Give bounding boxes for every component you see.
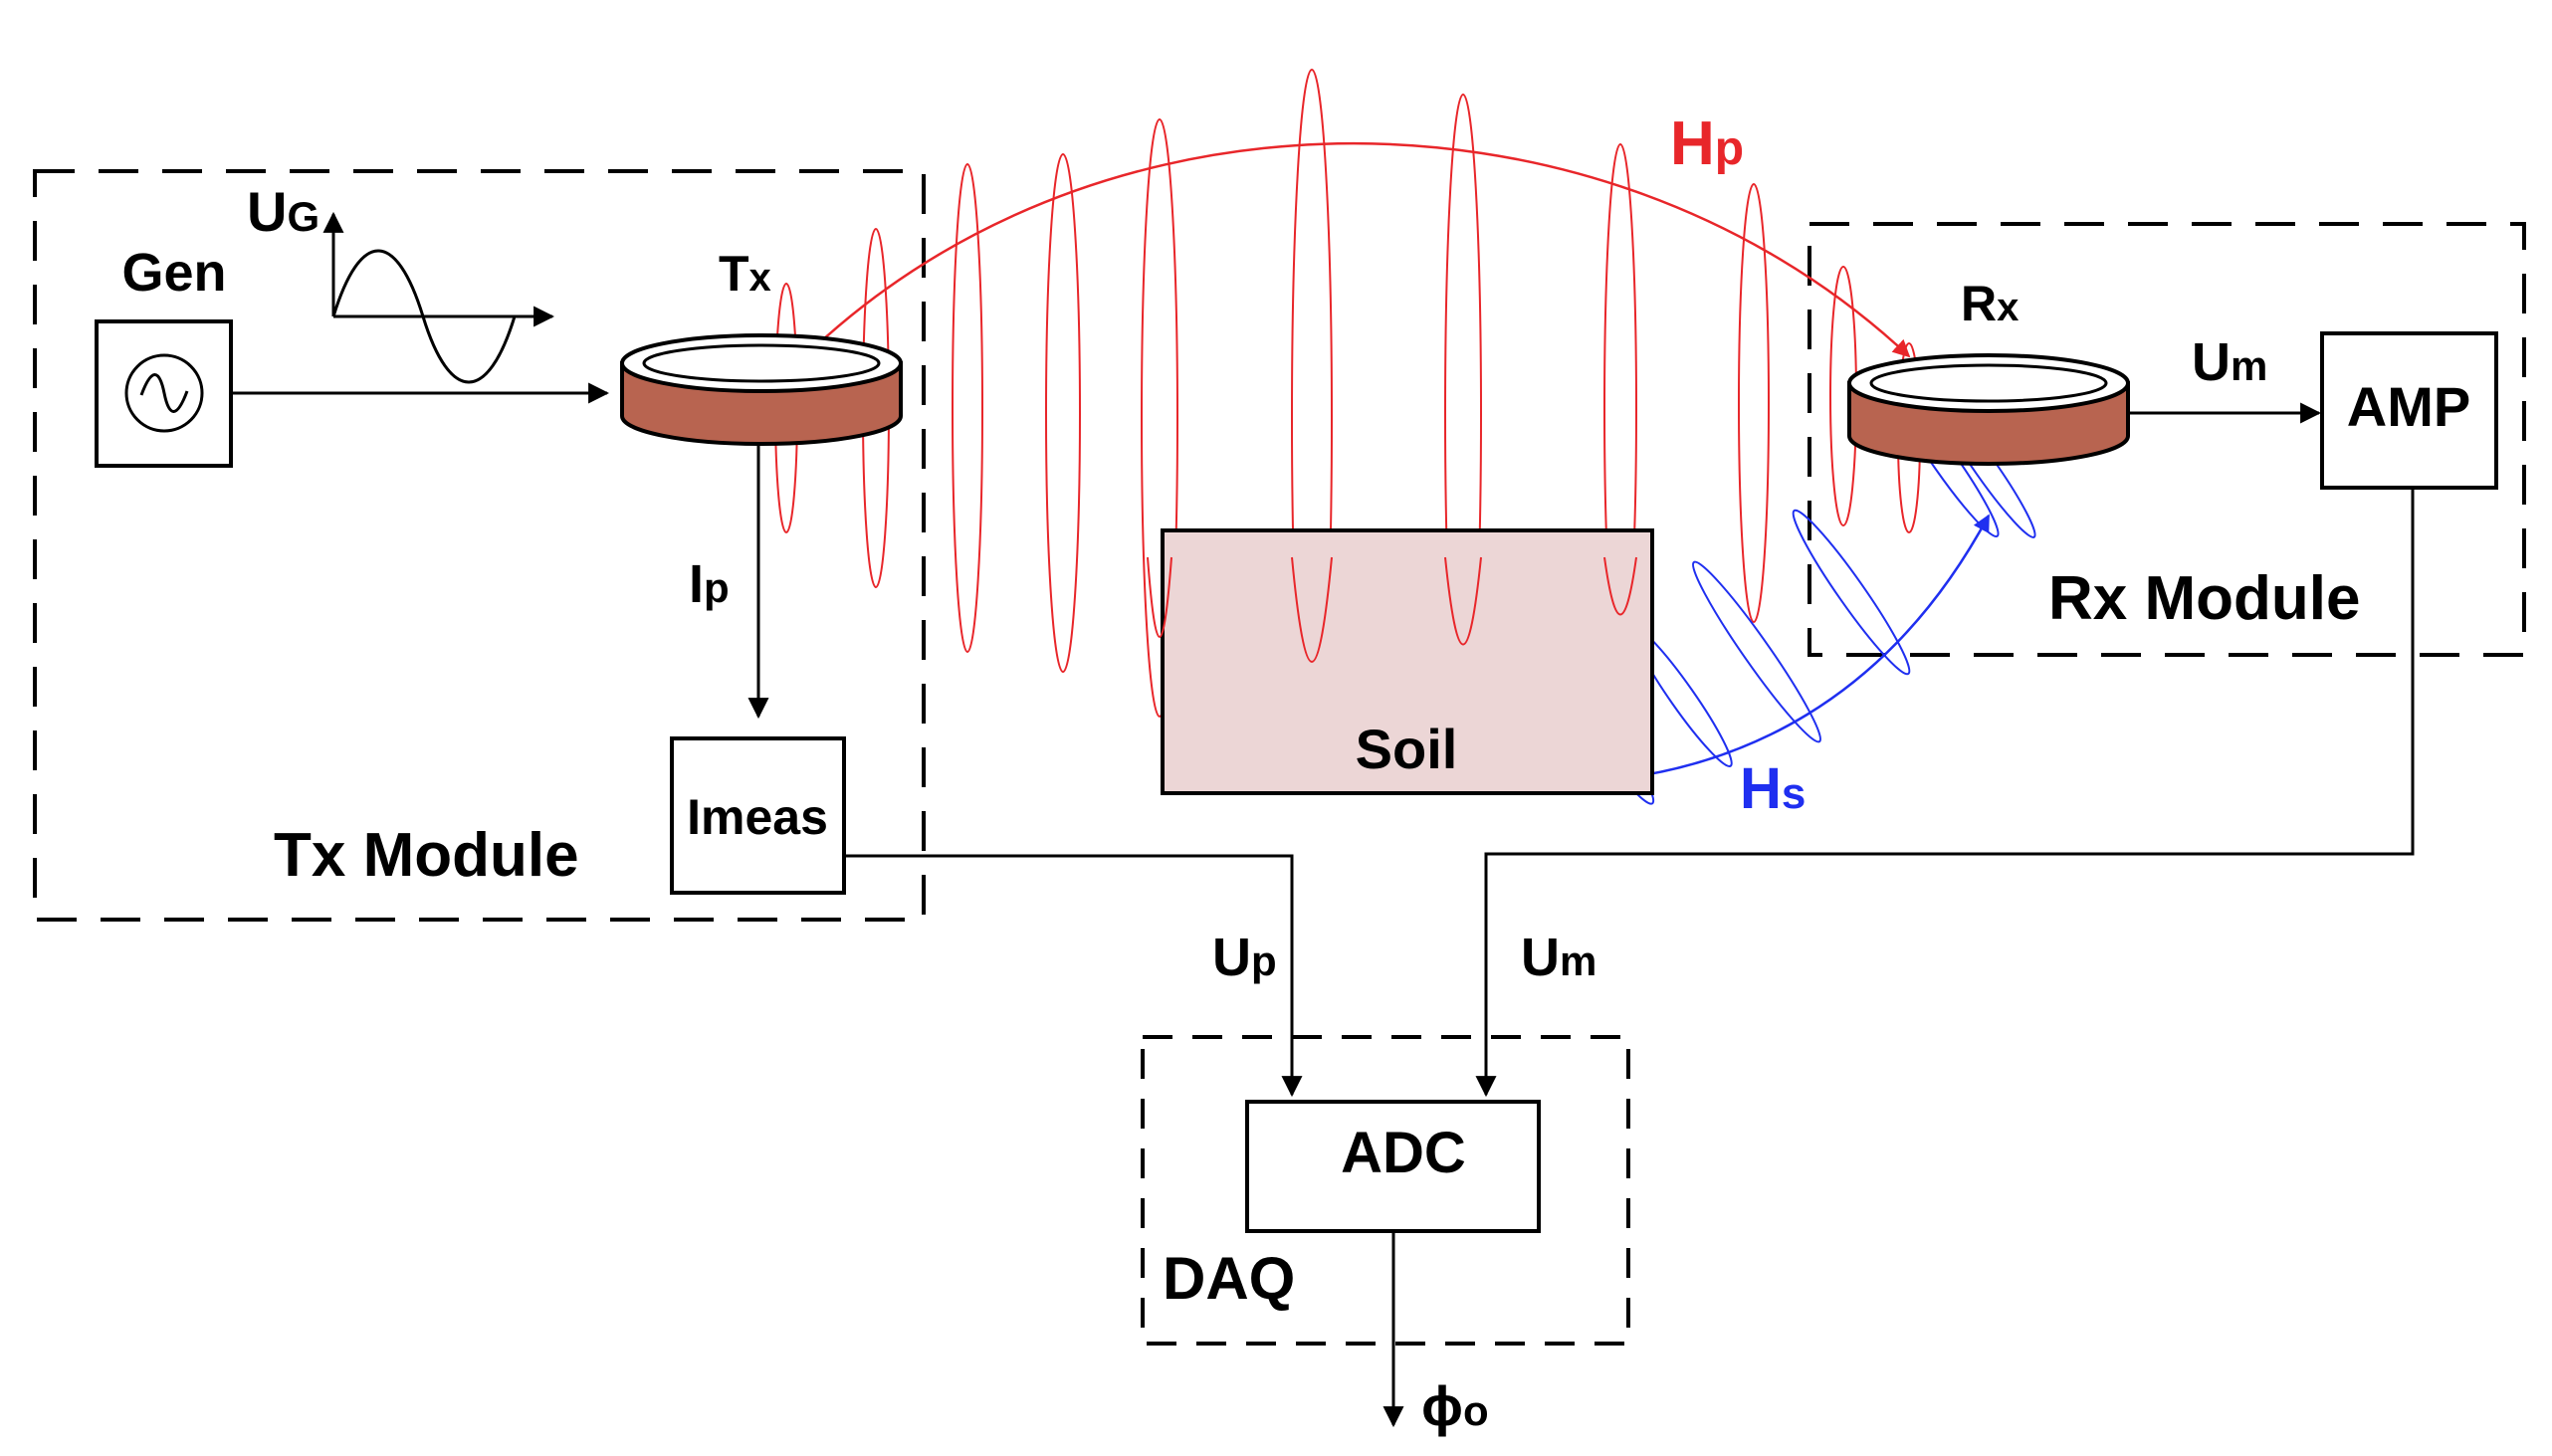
um-daq-label: Um (1521, 928, 1596, 987)
ug-waveform (322, 211, 555, 384)
amp-label: AMP (2347, 375, 2470, 438)
rx-label: Rx (1961, 276, 2019, 331)
soil-label: Soil (1356, 718, 1458, 780)
ac-source-icon (124, 353, 204, 433)
primary-field-trace (1603, 556, 1637, 616)
secondary-field-loop (1792, 509, 1911, 676)
hs-label: Hs (1740, 756, 1806, 821)
rx-coil (1847, 353, 2130, 466)
rx-module-boundary (1808, 222, 2526, 657)
primary-field-trace (1291, 556, 1333, 663)
imeas-label: Imeas (687, 789, 828, 845)
primary-field-loop (1738, 183, 1770, 623)
phi-label: ϕo (1421, 1374, 1489, 1437)
primary-field-trace (1444, 556, 1482, 646)
gen-label: Gen (121, 243, 226, 303)
amp-box (2320, 331, 2498, 490)
ip-label: Ip (689, 554, 730, 614)
imeas-box (670, 736, 846, 895)
tx-module-label: Tx Module (274, 821, 579, 890)
primary-field-trace (1147, 556, 1172, 638)
um-rx-label: Um (2192, 332, 2267, 392)
hp-label: Hp (1670, 109, 1744, 178)
primary-field-lines-over-soil (1147, 556, 1637, 663)
primary-field-loop (1141, 118, 1178, 718)
imeas-to-adc-line (844, 854, 1303, 1098)
tx-label: Tx (719, 246, 771, 302)
tx-coil (620, 333, 903, 446)
sine-glyph-icon (139, 373, 189, 413)
primary-field-loop (952, 163, 983, 653)
daq-label: DAQ (1163, 1245, 1295, 1312)
primary-field-loop (1045, 153, 1081, 673)
tx-module-boundary (33, 169, 926, 922)
primary-field-arrow (755, 141, 1911, 409)
adc-label: ADC (1341, 1121, 1466, 1185)
tx-coil-inner (642, 343, 881, 383)
rx-module-label: Rx Module (2048, 564, 2360, 633)
primary-field-lines (774, 69, 1921, 767)
ug-sine-wave (331, 249, 517, 384)
secondary-field-loop (1692, 560, 1821, 743)
soil-block (1161, 528, 1654, 795)
rx-coil-inner (1869, 363, 2108, 403)
amp-to-adc-line (1475, 488, 2415, 1098)
up-label: Up (1212, 928, 1277, 987)
ug-label: UG (247, 180, 319, 243)
